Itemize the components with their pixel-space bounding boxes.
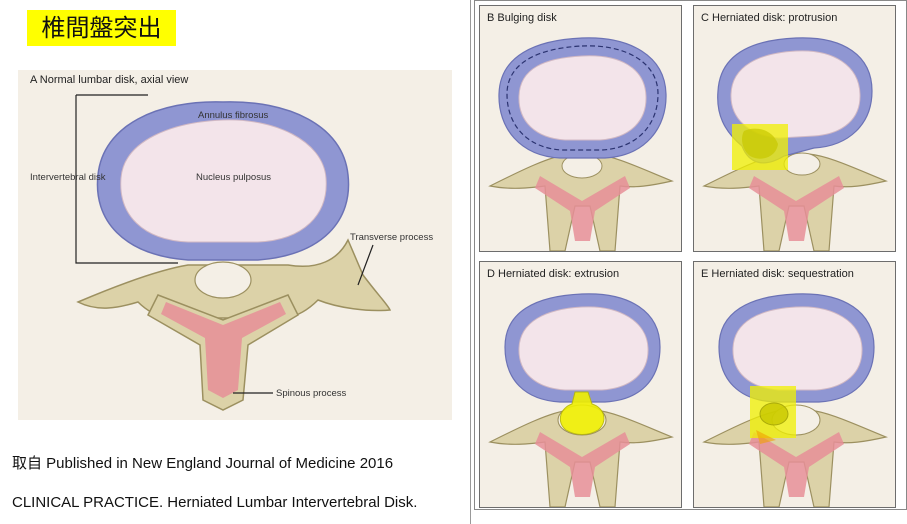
extrusion-highlight	[559, 391, 605, 435]
panel-extrusion: D Herniated disk: extrusion	[479, 261, 682, 508]
panel-a-label: A Normal lumbar disk, axial view	[30, 74, 189, 86]
panel-b-label: B Bulging disk	[487, 12, 557, 24]
bone-marrow	[161, 302, 286, 398]
panel-bulging-disk: B Bulging disk	[479, 5, 682, 252]
bone-marrow	[749, 176, 844, 241]
panel-sequestration: E Herniated disk: sequestration	[693, 261, 896, 508]
bone-marrow	[749, 432, 844, 497]
panel-c-label: C Herniated disk: protrusion	[701, 12, 838, 24]
bone-marrow	[535, 432, 630, 497]
normal-disk-illustration: Annulus fibrosus Nucleus pulposus Interv…	[30, 94, 433, 411]
nucleus-pulposus	[120, 119, 327, 243]
label-transverse-process: Transverse process	[350, 232, 433, 243]
spinal-canal	[194, 261, 252, 299]
credit-article: CLINICAL PRACTICE. Herniated Lumbar Inte…	[12, 494, 418, 511]
divider	[470, 0, 471, 524]
herniation-panels: B Bulging disk C Herniated disk: protrus…	[474, 0, 907, 510]
nucleus-pulposus	[732, 306, 863, 391]
label-spinous-process: Spinous process	[276, 388, 346, 399]
page-title: 椎間盤突出	[27, 10, 176, 46]
label-nucleus-pulposus: Nucleus pulposus	[196, 172, 271, 183]
label-intervertebral-disk: Intervertebral disk	[30, 172, 106, 183]
panel-d-label: D Herniated disk: extrusion	[487, 268, 620, 280]
intervertebral-leader-line	[75, 95, 178, 264]
credit-source: 取自 Published in New England Journal of M…	[12, 455, 394, 472]
panel-normal-disk: Annulus fibrosus Nucleus pulposus Interv…	[18, 70, 452, 420]
nucleus-pulposus	[518, 306, 649, 391]
bulge-outline	[506, 45, 659, 151]
sequestered-fragment	[759, 402, 789, 426]
panel-e-label: E Herniated disk: sequestration	[701, 268, 854, 280]
bone-marrow	[535, 176, 630, 241]
nucleus-pulposus	[730, 50, 861, 139]
nucleus-pulposus	[518, 55, 647, 141]
panel-protrusion: C Herniated disk: protrusion	[693, 5, 896, 252]
label-annulus-fibrosus: Annulus fibrosus	[198, 110, 268, 121]
